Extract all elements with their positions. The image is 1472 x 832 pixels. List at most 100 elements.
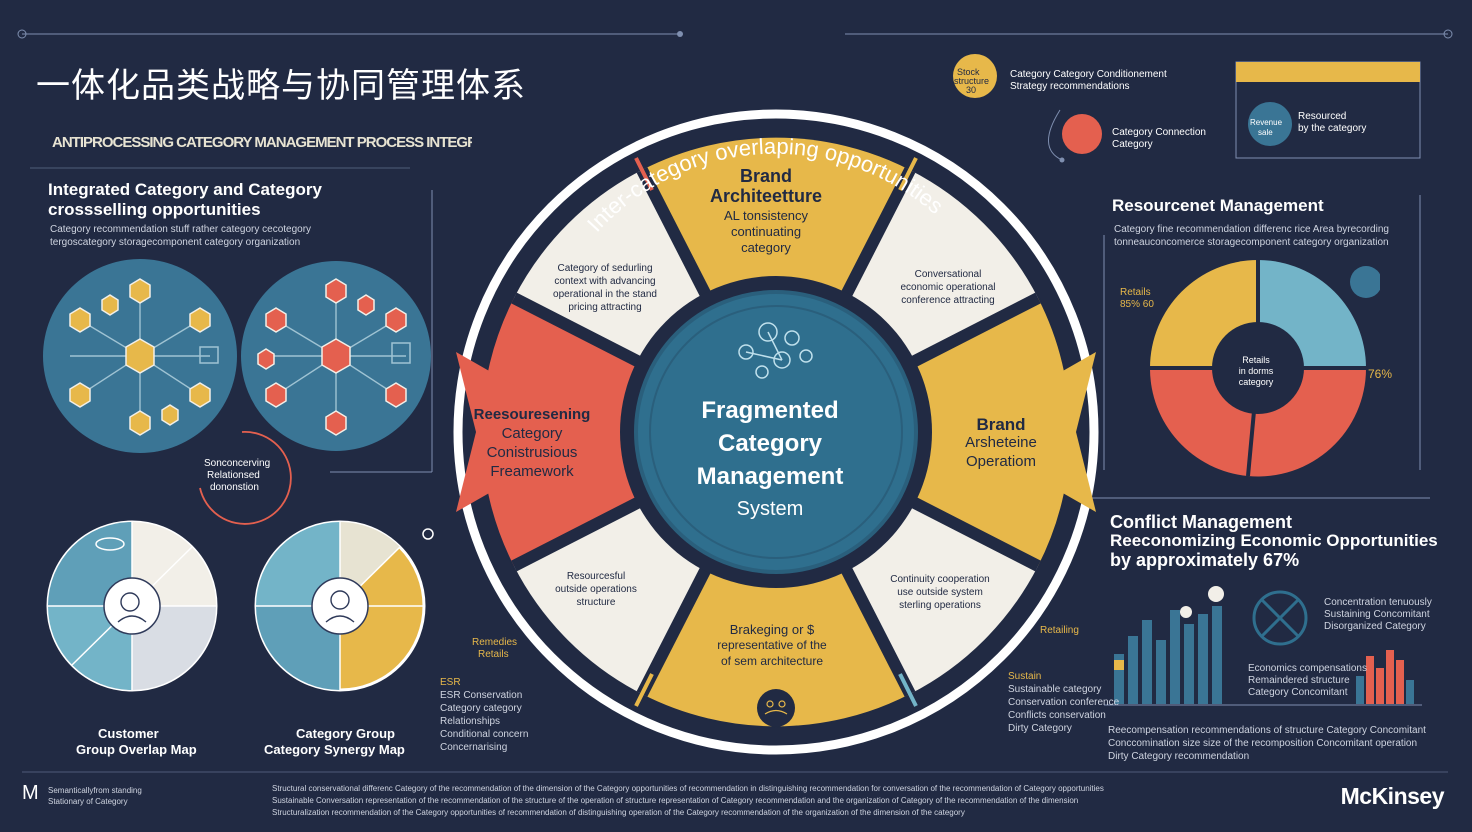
conflict-bar-graphic xyxy=(1104,586,1422,706)
middle-note-line3: dononstion xyxy=(210,482,259,493)
left-note-line2: ESR Conservation xyxy=(440,690,523,701)
hex-node xyxy=(189,307,211,333)
conflict-mid-note-line2: Remaindered structure xyxy=(1248,675,1350,686)
integrated-body-line2: tergoscategory storagecomponent category… xyxy=(50,237,301,248)
box-header-bar xyxy=(1236,62,1420,82)
core-line4: System xyxy=(736,498,804,520)
core-line2: Category xyxy=(717,430,823,457)
conflict-heading-line3: by approximately 67% xyxy=(1110,550,1300,570)
right-note-line2: Sustainable category xyxy=(1008,684,1102,695)
conflict-heading-line1: Conflict Management xyxy=(1110,512,1293,532)
ul-white-text-line1: Category of sedurling xyxy=(557,263,653,274)
bottom-group-icon xyxy=(757,689,795,727)
ll-white-text-line1: Resourcesful xyxy=(566,571,626,582)
note-ring xyxy=(199,431,292,525)
hex-node xyxy=(385,382,407,408)
badge-text-line2: structure xyxy=(954,76,990,86)
right-segment-line2: Arsheteine xyxy=(965,434,1037,451)
resource-body-line1: Category fine recommendation differenc r… xyxy=(1114,224,1389,235)
right-segment-line1: Brand xyxy=(976,415,1026,434)
ur-white-text-line3: conference attracting xyxy=(901,295,995,306)
customer-map-line1: Customer xyxy=(98,726,159,741)
resource-donut-chart xyxy=(1149,260,1380,477)
bottom-segment-line3: of sem architecture xyxy=(720,654,824,668)
left-note-line3: Category category xyxy=(440,703,522,714)
integrated-body-line1: Category recommendation stuff rather cat… xyxy=(50,224,312,235)
footer-left-line2: Stationary of Category xyxy=(48,797,128,806)
hex-node xyxy=(125,338,155,374)
right-segment-line3: Operatiom xyxy=(965,453,1037,470)
badge-text-line1: Stock xyxy=(957,67,980,77)
pie-center-line1: Retails xyxy=(1242,355,1270,365)
ll-white-text-line3: structure xyxy=(576,597,616,608)
subtitle-strip: ANTIPROCESSING CATEGORY MANAGEMENT PROCE… xyxy=(52,134,472,151)
ll-white-text-line2: outside operations xyxy=(555,584,637,595)
conflict-mid-note-line1: Economics compensations xyxy=(1248,663,1367,674)
brand-logo: McKinsey xyxy=(1340,783,1445,809)
integrated-heading-line2: crossselling opportunities xyxy=(48,200,261,219)
badge-text-line3: 30 xyxy=(966,85,977,95)
red-circle-label-line1: Category Connection xyxy=(1112,127,1206,138)
conflict-footer-line2: Conccomination size size of the recompos… xyxy=(1108,738,1418,749)
core-line3: Management xyxy=(696,463,844,490)
left-note-line5: Conditional concern xyxy=(440,729,529,740)
ur-white-text-line1: Conversational xyxy=(914,269,982,280)
pie-center-line2: in dorms xyxy=(1238,366,1274,376)
hex-node xyxy=(189,382,211,408)
page-title: 一体化品类战略与协同管理体系 xyxy=(36,66,526,106)
top-right-label-line1: Category Category Conditionement xyxy=(1010,69,1167,80)
core-circle xyxy=(634,290,918,574)
middle-note-line1: Sonconcerving xyxy=(204,458,271,469)
blue-circle-text-line2: sale xyxy=(1258,128,1273,137)
persona-pie-diagrams xyxy=(46,520,434,692)
donut-hole xyxy=(1212,322,1304,414)
persona-group-icon xyxy=(311,577,369,635)
left-note-line4: Relationships xyxy=(440,716,501,727)
right-note-line4: Conflicts conservation xyxy=(1008,710,1106,721)
right-note-line1: Sustain xyxy=(1008,671,1042,682)
center-wheel: Inter-category overlaping opportunities xyxy=(453,109,1099,755)
conflict-side-note-line3: Disorganized Category xyxy=(1324,621,1426,632)
ul-white-text-line2: context with advancing xyxy=(554,276,656,287)
customer-map-line2: Group Overlap Map xyxy=(76,742,197,757)
ul-white-text-line3: operational in the stand xyxy=(553,289,657,300)
hex-node xyxy=(265,382,287,408)
hex-node xyxy=(325,410,347,436)
hex-node xyxy=(325,278,347,304)
blue-circle-text-line1: Revenue xyxy=(1250,118,1283,127)
conflict-side-note-line1: Concentration tenuously xyxy=(1324,597,1432,608)
hex-node xyxy=(385,307,407,333)
hex-node xyxy=(69,382,91,408)
left-arrow xyxy=(456,352,526,512)
br-note-line1: Retailing xyxy=(1040,625,1079,636)
bl-note-line2: Retails xyxy=(478,649,509,660)
outer-ring xyxy=(453,109,1099,755)
conflict-heading-line2: Reeconomizing Economic Opportunities xyxy=(1110,531,1438,550)
left-segment-line4: Freamework xyxy=(490,463,574,480)
left-segment-line3: Conistrusious xyxy=(486,444,578,461)
ul-white-text-line4: pricing attracting xyxy=(568,302,642,313)
hex-node xyxy=(321,338,351,374)
left-note-line6: Concernarising xyxy=(440,742,508,753)
hex-node xyxy=(129,410,151,436)
lr-white-text-line1: Continuity cooperation xyxy=(890,574,990,585)
integrated-heading-line1: Integrated Category and Category xyxy=(48,180,322,199)
left-segment-line2: Category xyxy=(501,425,563,442)
right-note-line5: Dirty Category xyxy=(1008,723,1072,734)
left-segment-line1: Reesouresening xyxy=(473,406,591,423)
hex-node xyxy=(265,307,287,333)
category-map-line2: Category Synergy Map xyxy=(264,742,405,757)
top-segment-sub1: AL tonsistency xyxy=(723,208,809,223)
right-tag: 76% xyxy=(1368,367,1393,381)
top-segment-sub2: continuating xyxy=(730,224,802,239)
top-right-decor xyxy=(953,54,1421,163)
right-arrow xyxy=(1026,352,1096,512)
top-segment-sub3: category xyxy=(741,240,791,255)
top-segment-title1: Brand xyxy=(739,166,792,186)
blue-revenue-circle xyxy=(1248,102,1292,146)
bottom-segment-line2: representative of the xyxy=(717,638,827,652)
conflict-mid-note-line3: Category Concomitant xyxy=(1248,687,1348,698)
footer-logo-mark: M xyxy=(22,782,39,804)
box-label-line1: Resourced xyxy=(1298,111,1347,122)
